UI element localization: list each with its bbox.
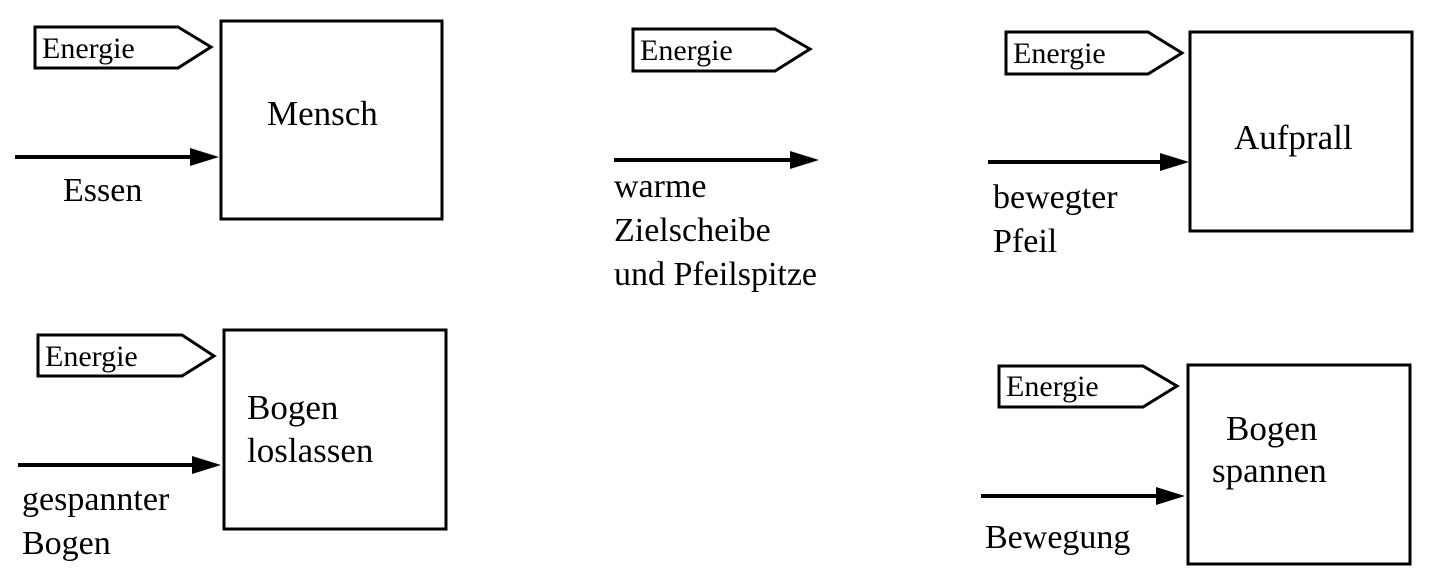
process-box	[1188, 30, 1414, 233]
process-box-label: Aufprall	[1234, 118, 1353, 157]
input-arrow	[981, 487, 1185, 505]
input-label-line-1: gespannter	[22, 481, 170, 518]
input-label: Essen	[63, 172, 142, 209]
energy-tag: Energie	[631, 27, 813, 73]
energy-tag-label: Energie	[42, 32, 135, 65]
output-label-line-3: und Pfeilspitze	[614, 256, 817, 293]
input-arrow	[988, 153, 1189, 171]
input-label-line-1: bewegter	[993, 179, 1118, 216]
input-label: Bewegung	[985, 519, 1130, 556]
process-bogen-loslassen: Energie Bogen loslassen gespannter Bogen	[18, 328, 448, 562]
output-arrow	[614, 151, 819, 169]
energy-tag-label: Energie	[45, 340, 138, 373]
process-box	[222, 328, 448, 531]
energy-tag: Energie	[36, 333, 217, 378]
output-label-line-1: warme	[614, 168, 707, 205]
process-box	[1186, 363, 1412, 566]
output-label-line-2: Zielscheibe	[614, 212, 771, 249]
process-aufprall: Energie Aufprall bewegter Pfeil	[988, 30, 1414, 260]
energy-tag-label: Energie	[1006, 370, 1099, 403]
input-arrow	[15, 148, 219, 166]
input-label-line-2: Bogen	[22, 525, 111, 562]
input-label-line-2: Pfeil	[993, 223, 1057, 260]
process-box-label-line-2: spannen	[1212, 451, 1327, 490]
process-bogen-spannen: Energie Bogen spannen Bewegung	[981, 363, 1412, 566]
energy-tag: Energie	[1004, 30, 1185, 76]
process-box-label-line-1: Bogen	[1226, 409, 1317, 448]
process-ziel: Energie warme Zielscheibe und Pfeilspitz…	[614, 27, 819, 293]
process-box-label: Mensch	[267, 94, 378, 133]
energy-tag: Energie	[997, 364, 1180, 409]
process-box-label-line-2: loslassen	[247, 431, 373, 470]
energy-tag: Energie	[33, 25, 214, 70]
process-mensch: Energie Mensch Essen	[15, 19, 444, 221]
process-box-label-line-1: Bogen	[247, 388, 338, 427]
energy-tag-label: Energie	[640, 34, 733, 67]
process-box	[219, 19, 444, 221]
input-arrow	[18, 456, 221, 474]
energy-tag-label: Energie	[1013, 37, 1106, 70]
